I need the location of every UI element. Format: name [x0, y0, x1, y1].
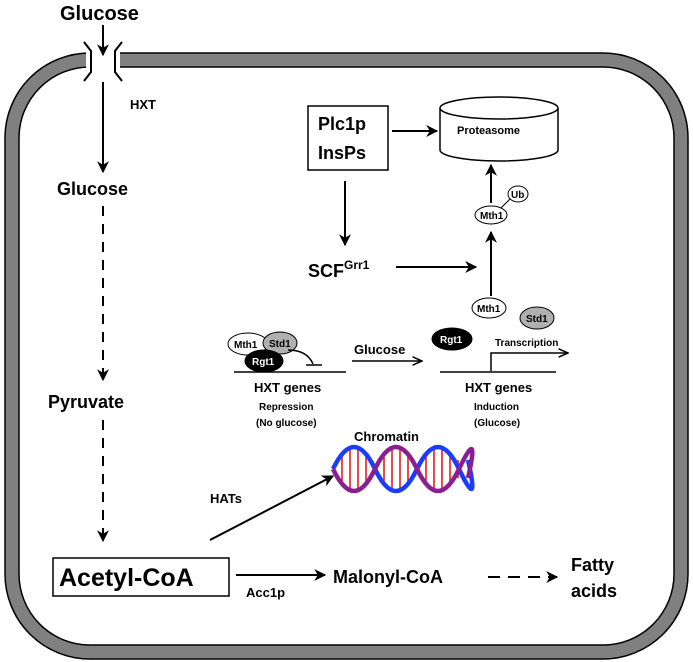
repressor-complex: Mth1 Std1 Rgt1 [227, 331, 298, 373]
rgt1-free-node [431, 327, 473, 351]
cell-wall-outer-edge [4, 52, 689, 660]
ub-label: Ub [511, 190, 524, 201]
no-glucose-label: (No glucose) [256, 418, 317, 429]
mth1-repressor-label: Mth1 [234, 340, 258, 351]
hxt-transporter-right [114, 41, 123, 82]
hxt-transporter-left [83, 41, 92, 82]
glucose-inside-label: Glucose [57, 179, 128, 199]
scf-superscript-label: Grr1 [344, 258, 370, 272]
glucose-signal-label: Glucose [354, 342, 405, 357]
mth1-ub-label: Mth1 [480, 211, 504, 222]
std1-repressor-node [262, 331, 298, 355]
fatty-acids-label-line1: Fatty [571, 555, 614, 575]
acetyl-coa-label: Acetyl-CoA [59, 564, 194, 592]
acc1p-label: Acc1p [246, 585, 285, 600]
std1-free-node [519, 306, 555, 330]
malonyl-coa-label: Malonyl-CoA [333, 567, 443, 587]
glucose-paren-label: (Glucose) [474, 418, 520, 429]
std1-free-label: Std1 [526, 314, 548, 325]
pyruvate-label: Pyruvate [48, 392, 124, 412]
transcription-label: Transcription [495, 338, 558, 349]
proteasome-cylinder [439, 96, 559, 162]
dna-helix-graphic [330, 445, 475, 493]
transcription-arrow [490, 353, 568, 371]
plc1p-label: Plc1p [318, 114, 366, 134]
chromatin-label: Chromatin [354, 429, 419, 444]
mth1-free-label: Mth1 [477, 304, 501, 315]
hxt-genes-right-label: HXT genes [465, 380, 532, 395]
induction-label: Induction [474, 402, 519, 413]
scf-base-label: SCF [308, 261, 344, 281]
glucose-outside-label: Glucose [60, 3, 139, 25]
mth1-free-node [471, 297, 507, 319]
insps-label: InsPs [318, 143, 366, 163]
acetyl-coa-box [52, 557, 230, 597]
cell-wall [5, 53, 688, 659]
plc1p-insps-box [307, 105, 389, 171]
repression-label: Repression [259, 402, 313, 413]
hats-label: HATs [210, 491, 242, 506]
cell-wall-inner-edge [18, 66, 675, 646]
repression-inhibition-symbol [287, 349, 314, 365]
ub-link [499, 198, 511, 210]
rgt1-free-label: Rgt1 [440, 335, 463, 346]
fatty-acids-label-line2: acids [571, 581, 617, 601]
scf-grr1-label: SCFGrr1 [308, 258, 370, 281]
hxt-genes-left-label: HXT genes [254, 380, 321, 395]
ub-node [507, 185, 529, 203]
mth1-ubiquitinated-node [474, 205, 508, 225]
std1-repressor-label: Std1 [269, 339, 291, 350]
rgt1-repressor-label: Rgt1 [252, 357, 275, 368]
hxt-label: HXT [130, 97, 156, 112]
proteasome-label: Proteasome [457, 125, 520, 137]
hats-arrow [209, 475, 335, 541]
